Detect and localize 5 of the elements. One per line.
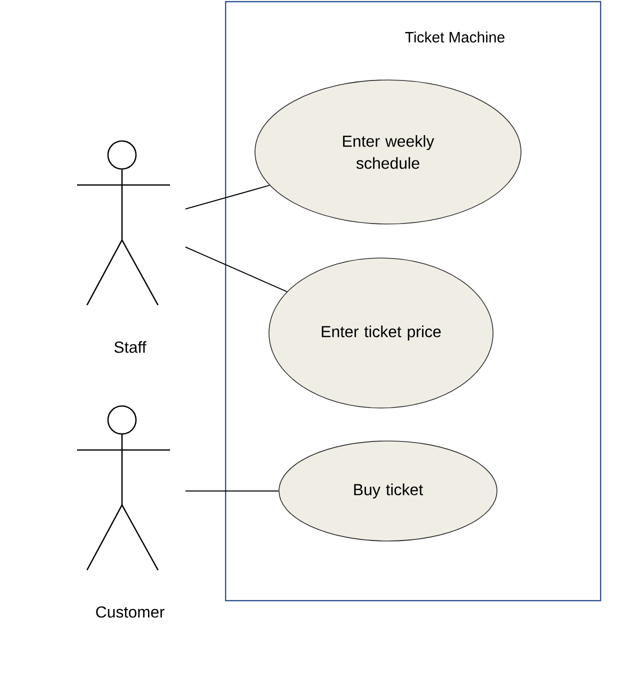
actor-label: Customer — [96, 606, 164, 618]
association-line — [184, 246, 288, 292]
association-line — [184, 490, 280, 492]
association-line — [184, 184, 270, 210]
actor-label: Staff — [114, 341, 146, 353]
